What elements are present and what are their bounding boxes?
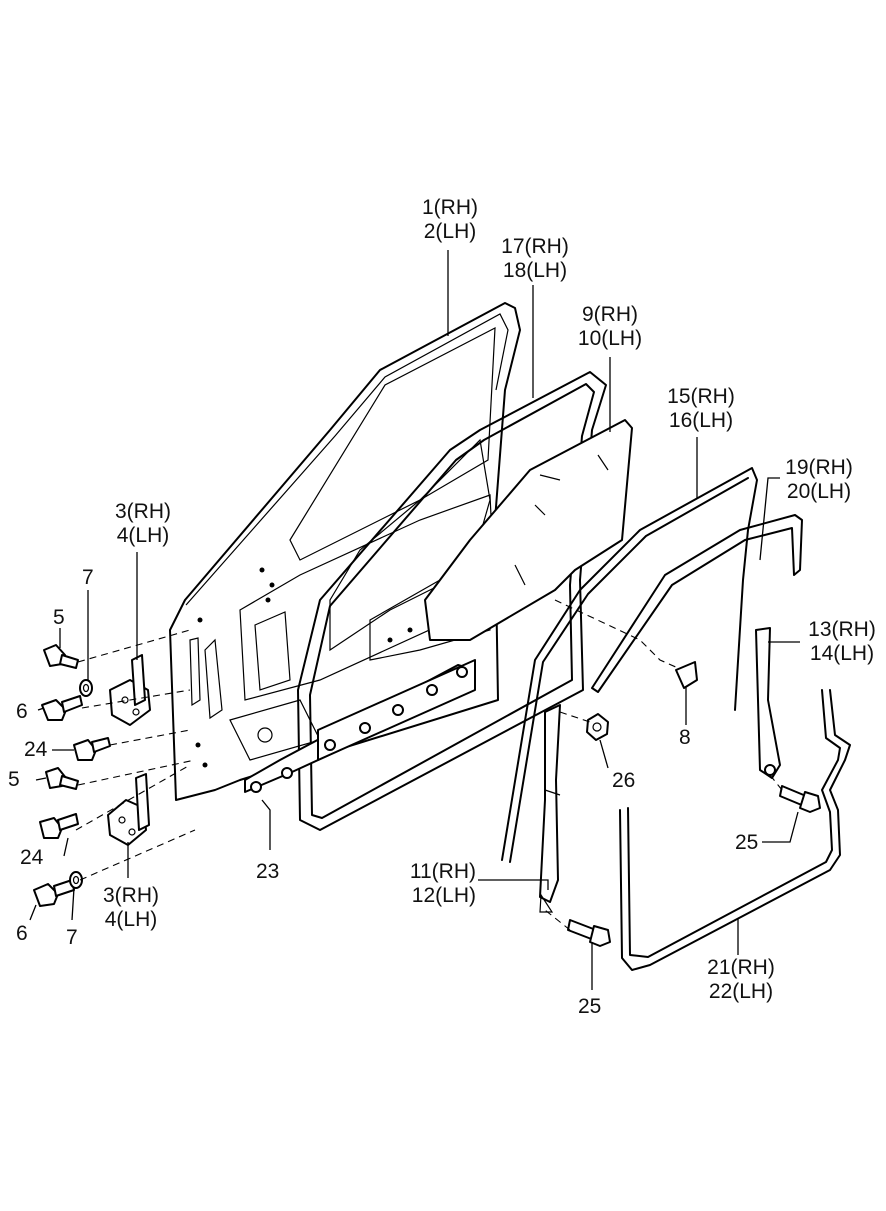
callout-11-rh: 11(RH) [409, 860, 476, 883]
callout-13-rh: 13(RH) [808, 618, 876, 641]
leader-lines [29, 250, 800, 990]
door-weatherstrip [297, 371, 607, 831]
run-channel [501, 467, 758, 863]
callout-13-14: 13(RH) 14(LH) [798, 618, 886, 666]
upper-bolt-24 [73, 737, 111, 761]
door-glass [424, 419, 633, 641]
callout-14-lh: 14(LH) [809, 642, 875, 665]
callout-7-upper: 7 [82, 566, 94, 589]
callout-4-lh-upper: 4(LH) [116, 524, 170, 547]
assembly-lines [75, 599, 783, 931]
callout-3-4-lower: 3(RH) 4(LH) [92, 884, 170, 932]
callout-25-right: 25 [735, 831, 759, 854]
callout-6-lower: 6 [16, 922, 28, 945]
upper-bolt-6 [41, 695, 83, 721]
callout-5-lower: 5 [8, 768, 20, 791]
callout-5-upper: 5 [53, 606, 65, 629]
upper-bolt-5 [43, 644, 79, 669]
callout-25-bottom: 25 [578, 995, 602, 1018]
callout-20-lh: 20(LH) [786, 480, 852, 503]
callout-19-rh: 19(RH) [785, 456, 853, 479]
callout-3-4-upper: 3(RH) 4(LH) [104, 500, 182, 548]
opening-weatherstrip [619, 689, 851, 971]
callout-26: 26 [612, 769, 636, 792]
callout-22-lh: 22(LH) [708, 980, 774, 1003]
callout-8: 8 [679, 726, 691, 749]
lower-bolt-6 [33, 879, 75, 907]
front-channel [539, 704, 561, 913]
sill-trim [244, 659, 476, 793]
callout-18-lh: 18(LH) [502, 259, 568, 282]
lower-bolt-5 [45, 767, 79, 790]
callout-15-rh: 15(RH) [667, 385, 735, 408]
callout-21-22: 21(RH) 22(LH) [696, 956, 786, 1004]
lower-bolt-24 [39, 813, 79, 839]
callout-21-rh: 21(RH) [707, 956, 775, 979]
upper-hinge [109, 654, 151, 726]
callout-11-12: 11(RH) 12(LH) [386, 860, 476, 908]
callout-19-20: 19(RH) 20(LH) [774, 456, 864, 504]
lower-hinge [107, 773, 150, 846]
lower-channel [755, 627, 781, 779]
callout-1-rh: 1(RH) [422, 196, 478, 219]
callout-16-lh: 16(LH) [668, 409, 734, 432]
lower-washer-7 [69, 871, 83, 889]
callout-9-10: 9(RH) 10(LH) [568, 303, 652, 351]
callout-24-upper: 24 [24, 738, 48, 761]
belt-weatherstrip [591, 514, 803, 693]
bolt-bottom [567, 919, 611, 947]
callout-17-18: 17(RH) 18(LH) [490, 235, 580, 283]
callout-1-2: 1(RH) 2(LH) [410, 196, 490, 244]
upper-washer-7 [79, 679, 93, 697]
callout-12-lh: 12(LH) [411, 884, 476, 907]
callout-2-lh: 2(LH) [423, 220, 477, 243]
callout-4-lh-lower: 4(LH) [104, 908, 158, 931]
callout-6-upper: 6 [16, 700, 28, 723]
callout-10-lh: 10(LH) [577, 327, 643, 350]
callout-7-lower: 7 [66, 926, 78, 949]
callout-24-lower: 24 [20, 846, 44, 869]
nut [586, 713, 609, 741]
callout-15-16: 15(RH) 16(LH) [656, 385, 746, 433]
callout-3-rh-upper: 3(RH) [115, 500, 171, 523]
callout-9-rh: 9(RH) [582, 303, 638, 326]
callout-3-rh-lower: 3(RH) [103, 884, 159, 907]
bolt-right [779, 785, 821, 813]
clip [675, 661, 698, 689]
callout-23: 23 [256, 860, 280, 883]
callout-17-rh: 17(RH) [501, 235, 569, 258]
